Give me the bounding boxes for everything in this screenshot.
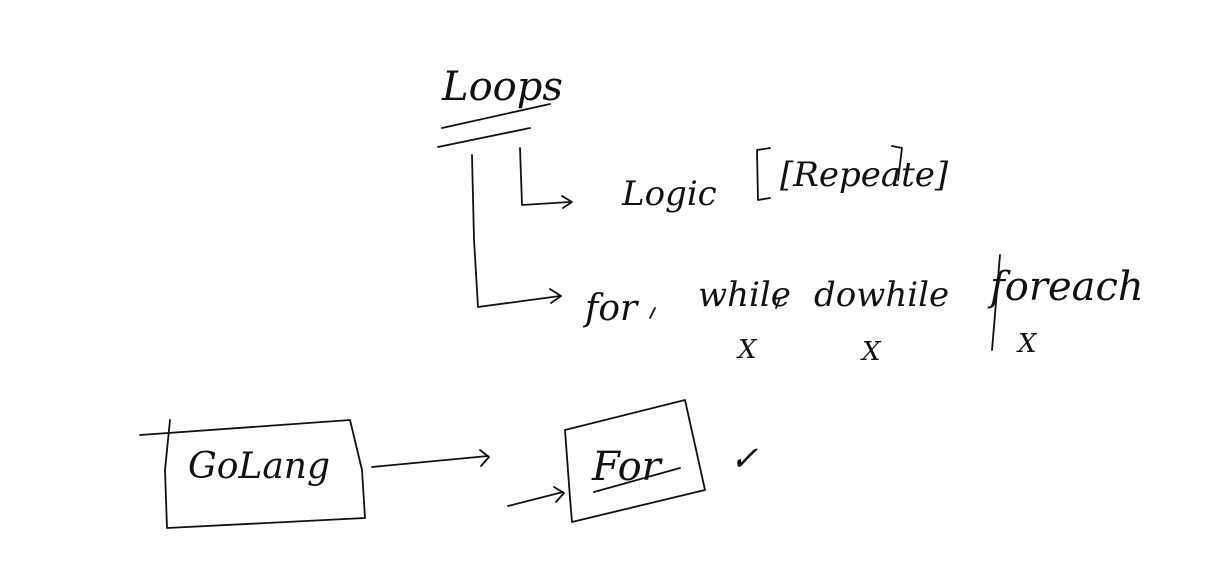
mark-dowhile: X [860,337,882,367]
note-close-bracket [891,145,903,181]
arrow-head-logic [561,195,573,209]
loop-type-dowhile: dowhile [814,275,949,315]
branch-connector-logic [519,147,571,206]
mark-while: X [736,335,758,365]
title-underline-2 [437,127,531,148]
for-underline [593,467,681,493]
arrow-head-golang [479,449,490,467]
title-loops: Loops [441,64,563,110]
arrow-golang-to-for [371,455,489,468]
comma-1 [649,307,656,319]
mark-foreach: X [1016,329,1038,359]
for-box [564,399,706,523]
golang-box [139,419,366,529]
branch-connector-types [471,154,561,308]
golang-label: GoLang [188,446,330,487]
arrow-head-types [549,288,562,304]
logic-label: Logic [621,174,717,214]
title-underline-1 [441,103,551,129]
loop-type-while: while [698,275,791,315]
comma-2 [775,297,781,309]
note-open-bracket [756,147,771,201]
check-mark-icon: ✓ [730,439,759,479]
arrow-head-for [553,486,565,503]
loop-type-for: for [582,288,639,329]
incoming-arrow-for [507,491,564,507]
foreach-stroke [991,254,1001,351]
repeat-note: [Repeate] [780,155,949,195]
loop-type-foreach: foreach [987,264,1144,310]
